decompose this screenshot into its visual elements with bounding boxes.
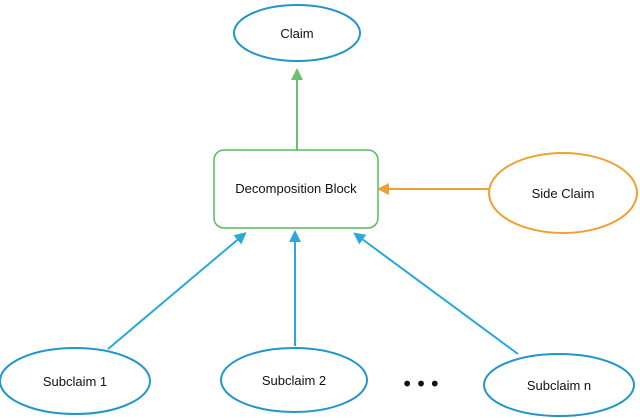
ellipsis-indicator: ••• (401, 372, 442, 396)
subclaim-2-label: Subclaim 2 (262, 373, 326, 388)
decomposition-block-node: Decomposition Block (213, 149, 379, 229)
decomposition-block-label: Decomposition Block (235, 181, 357, 196)
subclaim-2-node: Subclaim 2 (220, 347, 368, 413)
edge-subclaim1-to-decomposition (107, 232, 247, 350)
side-claim-node: Side Claim (488, 152, 638, 234)
subclaim-1-node: Subclaim 1 (0, 347, 151, 415)
claim-node-label: Claim (280, 26, 313, 41)
subclaim-n-node: Subclaim n (483, 353, 635, 417)
side-claim-label: Side Claim (532, 186, 595, 201)
subclaim-1-label: Subclaim 1 (43, 374, 107, 389)
subclaim-n-label: Subclaim n (527, 378, 591, 393)
edge-subclaimn-to-decomposition (353, 232, 519, 355)
claim-node: Claim (233, 4, 361, 62)
